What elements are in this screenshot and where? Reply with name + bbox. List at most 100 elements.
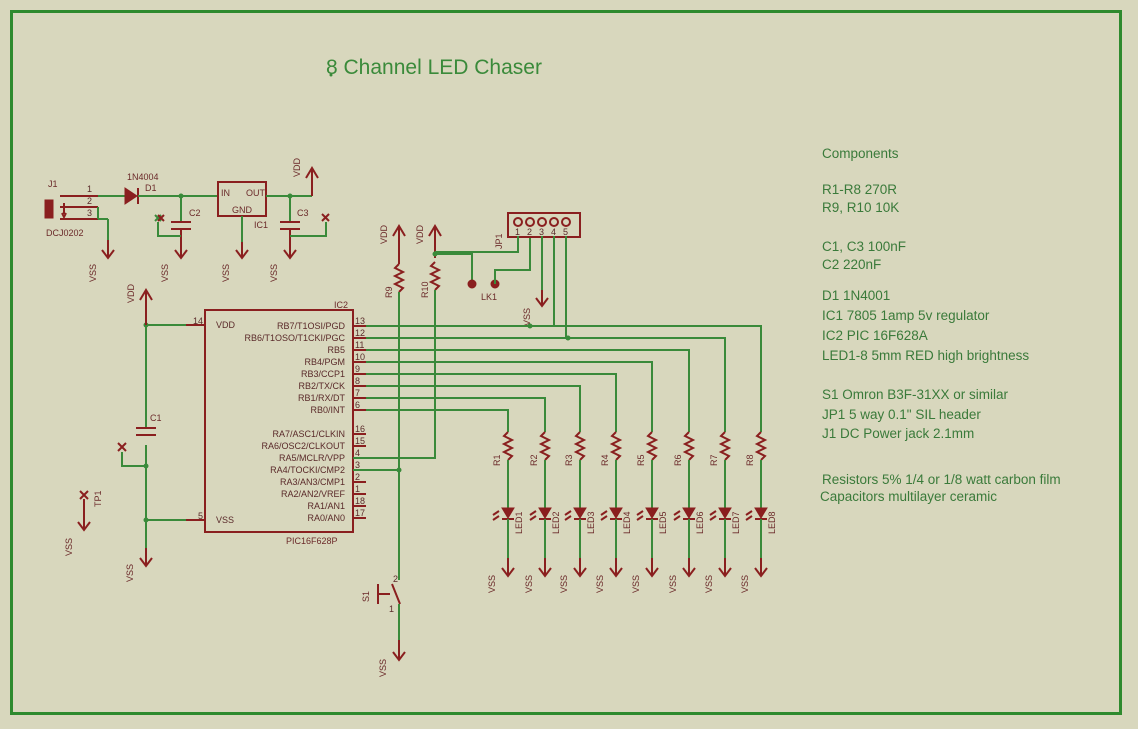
component-note-5: D1 1N4001 [822,288,890,303]
vss-label-s1: VSS [378,659,388,677]
jp1-pin-1: 1 [515,227,520,237]
ic2-pin-number: 2 [355,472,360,482]
vss-label-c2: VSS [160,264,170,282]
ic2-pin-number: 7 [355,388,360,398]
jp1-label: JP1 [494,233,504,249]
ic2-pin-number: 6 [355,400,360,410]
led-label: LED7 [731,511,741,534]
s1-label: S1 [361,591,371,602]
led-channel-wire [366,325,762,432]
led-channel-wire [366,385,581,432]
led-resistor-label: R3 [564,454,574,466]
ic2-section: IC2 PIC16F628P VDD 14 VSS 5 RB7/T1OSI/PG… [186,300,366,546]
led-resistor-label: R8 [745,454,755,466]
led-channel-wire [366,361,653,432]
led-resistor-label: R2 [529,454,539,466]
jp1-pin-4: 4 [551,227,556,237]
ic1-gnd-label: GND [232,205,253,215]
ic2-pin-name: RB0/INT [310,405,345,415]
ic2-pin-name: RB7/T1OSI/PGD [277,321,346,331]
ic2-pin-number: 4 [355,448,360,458]
vss-label-jp1: VSS [522,308,532,326]
components-notes: Components R1-R8 270R R9, R10 10K C1, C3… [820,146,1061,504]
led-resistor-symbol [682,431,696,461]
c1-label: C1 [150,413,162,423]
ic2-pin-number: 12 [355,328,365,338]
led-channel-wire [366,349,690,432]
led-vss-arrow [645,558,659,578]
led-resistor-symbol [645,431,659,461]
ic2-part-label: PIC16F628P [286,536,338,546]
led-diode-symbol [718,507,732,519]
led-diode-symbol [609,507,623,519]
led-vss-label: VSS [524,575,534,593]
led-vss-label: VSS [487,575,497,593]
led-resistor-symbol [538,431,552,461]
led-vss-label: VSS [668,575,678,593]
led-diode-symbol [682,507,696,519]
j1-part-label: DCJ0202 [46,228,84,238]
ic2-pin-name: RB1/RX/DT [298,393,346,403]
ic2-pin-name: RA3/AN3/CMP1 [280,477,345,487]
schematic-title: 8 Channel LED Chaser [326,56,542,79]
ic2-pin-name: RA1/AN1 [307,501,345,511]
led-resistor-symbol [501,431,515,461]
component-note-11: J1 DC Power jack 2.1mm [822,426,974,441]
led-resistor-label: R7 [709,454,719,466]
lk1-label: LK1 [481,292,497,302]
r9-label: R9 [384,286,394,298]
led-resistor-label: R4 [600,454,610,466]
led-channel-wire [366,409,509,432]
led-vss-label: VSS [704,575,714,593]
ic2-pin-name: RA4/TOCKI/CMP2 [270,465,345,475]
led-resistor-symbol [718,431,732,461]
ic2-pin-name: RA6/OSC2/CLKOUT [261,441,345,451]
component-note-10: JP1 5 way 0.1" SIL header [822,407,981,422]
j1-label: J1 [48,179,58,189]
component-note-12: Resistors 5% 1/4 or 1/8 watt carbon film [822,472,1061,487]
led-resistor-symbol [609,431,623,461]
led-vss-arrow [718,558,732,578]
vdd-label-ic2: VDD [126,283,136,303]
tp1-label: TP1 [93,490,103,507]
led-resistor-symbol [754,431,768,461]
vss-label-ic1: VSS [221,264,231,282]
component-note-6: IC1 7805 1amp 5v regulator [822,308,990,323]
ic2-symbol [204,309,354,533]
ic2-pin-number: 1 [355,484,360,494]
led-label: LED4 [622,511,632,534]
led-label: LED5 [658,511,668,534]
s1-pin-2: 2 [393,574,398,584]
c3-label: C3 [297,208,309,218]
j1-pin-1: 1 [87,184,92,194]
led-diode-symbol [754,507,768,519]
led-label: LED8 [767,511,777,534]
program-section: VDD VDD R9 R10 LK1 1 2 3 4 [353,212,581,677]
vss-label-tp1: VSS [64,538,74,556]
ic2-pin-number: 3 [355,460,360,470]
led-vss-label: VSS [559,575,569,593]
ic2-pin-name: RB6/T1OSO/T1CKI/PGC [244,333,345,343]
jp1-pin-2: 2 [527,227,532,237]
component-note-1: R1-R8 270R [822,182,897,197]
component-note-9: S1 Omron B3F-31XX or similar [822,387,1009,402]
led-label: LED2 [551,511,561,534]
d1-label: D1 [145,183,157,193]
component-note-4: C2 220nF [822,257,881,272]
led-channel-wire [366,397,546,432]
vdd-label-top: VDD [292,157,302,177]
led-vss-arrow [609,558,623,578]
ic2-supply-wiring: VDD C1 VSS TP1 VSS [64,283,186,582]
ic2-pin-number: 13 [355,316,365,326]
components-heading: Components [822,146,899,161]
led-vss-label: VSS [595,575,605,593]
led-label: LED3 [586,511,596,534]
d1-part-label: 1N4004 [127,172,159,182]
led-vss-arrow [754,558,768,578]
drawing-frame [10,10,1122,715]
component-note-7: IC2 PIC 16F628A [822,328,928,343]
ic2-pin-number: 16 [355,424,365,434]
led-diode-symbol [501,507,515,519]
led-resistor-symbol [573,431,587,461]
